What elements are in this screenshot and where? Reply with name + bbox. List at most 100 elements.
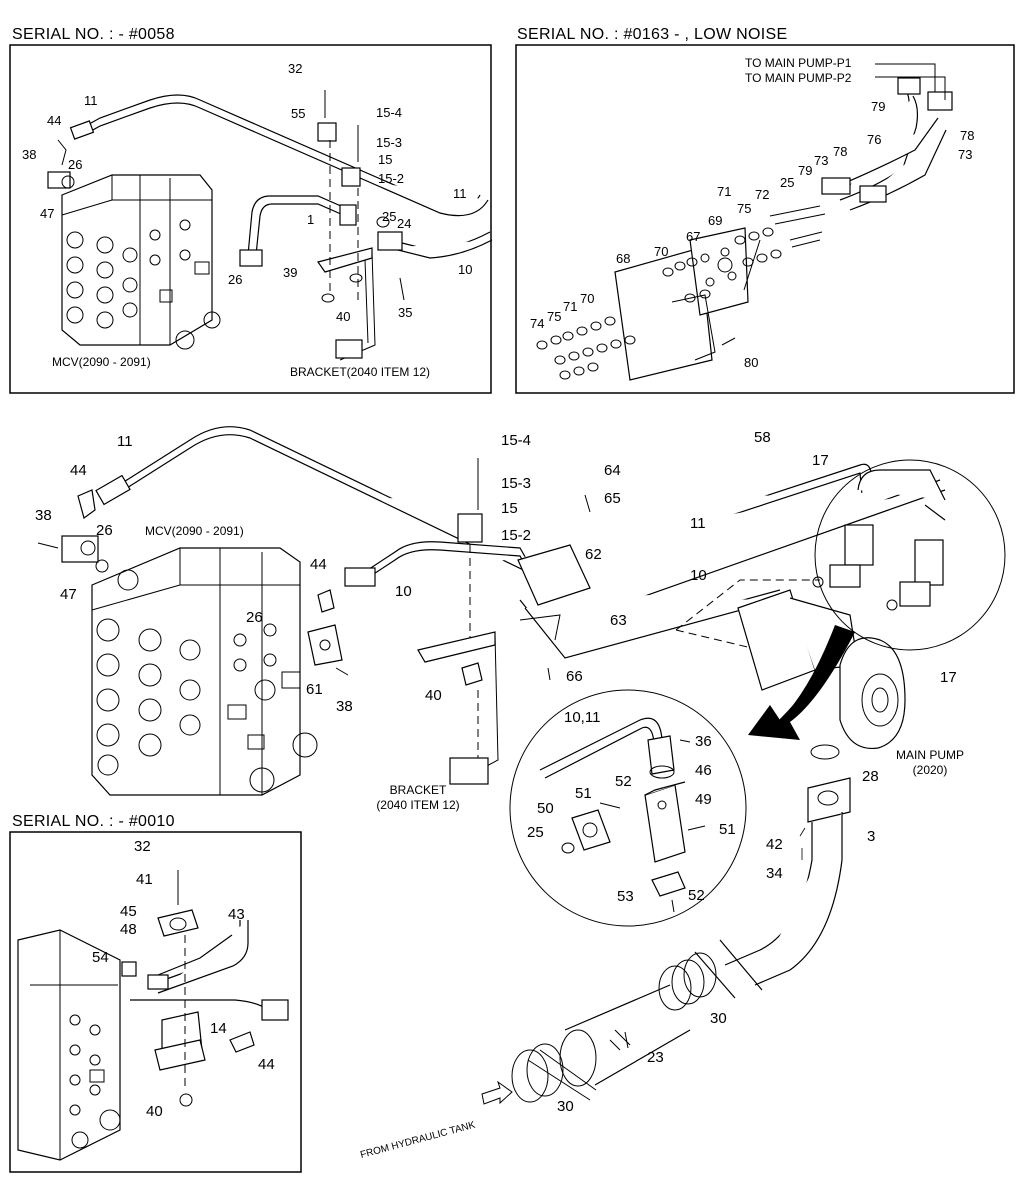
callout-tr-75: 75 [737, 201, 752, 216]
callout-tl-15-2: 15-2 [378, 171, 405, 186]
main-pump-body [675, 579, 906, 750]
callout-main-11: 11 [117, 433, 133, 450]
bracket-caption-main-line2: (2040 ITEM 12) [376, 798, 460, 812]
callout-tr-80: 80 [744, 355, 759, 370]
callout-tl-15: 15 [378, 152, 393, 167]
callout-tl-32: 32 [288, 61, 303, 76]
callout-bl-32: 32 [134, 838, 151, 855]
detail-arrow [748, 625, 855, 740]
callout-main-50: 50 [537, 800, 554, 817]
panel-bottom-left-border [9, 831, 302, 1173]
callout-main-15-4: 15-4 [501, 432, 532, 449]
callout-main-3: 3 [867, 828, 876, 845]
callout-tl-26b: 26 [228, 272, 243, 287]
callout-bl-41: 41 [136, 871, 153, 888]
callout-tl-15-3: 15-3 [376, 135, 403, 150]
callout-tl-25: 25 [382, 209, 397, 224]
callout-main-46: 46 [695, 762, 712, 779]
main-pump-caption-line1: MAIN PUMP [895, 748, 964, 762]
mcv-caption-top-left: MCV(2090 - 2091) [52, 355, 151, 369]
callout-bl-40: 40 [146, 1103, 163, 1120]
callout-bl-54: 54 [92, 949, 109, 966]
callout-tr-71b: 71 [563, 299, 578, 314]
callout-main-66: 66 [566, 668, 583, 685]
panel-title-serial-0163-low-noise: SERIAL NO. : #0163 - , LOW NOISE [517, 26, 788, 43]
callout-main-61: 61 [306, 681, 323, 698]
main-parts-left [37, 489, 349, 676]
callout-main-28: 28 [862, 768, 879, 785]
callout-main-26: 26 [96, 522, 113, 539]
callout-tl-39: 39 [283, 265, 298, 280]
top-left-pipes [69, 94, 493, 267]
callout-main-36: 36 [695, 733, 712, 750]
main-mcv [91, 547, 318, 796]
main-detail-circle-lower [509, 689, 747, 927]
callout-tl-11: 11 [84, 93, 98, 108]
callout-tr-68: 68 [616, 251, 631, 266]
callout-bl-48: 48 [120, 921, 137, 938]
callout-main-17: 17 [812, 452, 829, 469]
mcv-caption-main: MCV(2090 - 2091) [145, 524, 244, 538]
callout-tl-24: 24 [397, 216, 412, 231]
callout-tr-78: 78 [960, 128, 975, 143]
callout-main-51: 51 [575, 785, 592, 802]
callout-main-42: 42 [766, 836, 783, 853]
callout-main-38b: 38 [336, 698, 353, 715]
callout-main-53: 53 [617, 888, 634, 905]
callout-main-34: 34 [766, 865, 783, 882]
callout-main-10-11: 10,11 [564, 709, 601, 726]
callout-tl-47: 47 [40, 206, 55, 221]
callout-main-51b: 51 [719, 821, 736, 838]
panel-top-right-border [515, 44, 1015, 394]
callout-main-63: 63 [610, 612, 627, 629]
callout-tr-25: 25 [780, 175, 795, 190]
bracket-caption-top-left: BRACKET(2040 ITEM 12) [290, 365, 431, 379]
callout-bl-14: 14 [210, 1020, 227, 1037]
callout-tr-76: 76 [867, 132, 882, 147]
callout-tr-69: 69 [708, 213, 723, 228]
callout-main-23: 23 [647, 1049, 664, 1066]
callout-main-65: 65 [604, 490, 621, 507]
callout-main-26b: 26 [246, 609, 263, 626]
bottom-left-assembly [17, 870, 289, 1161]
callout-tr-78b: 78 [833, 144, 848, 159]
callout-tl-44: 44 [47, 113, 62, 128]
top-right-assembly [536, 63, 953, 381]
main-clamp-bracket [417, 458, 591, 785]
callout-tr-67: 67 [686, 229, 701, 244]
callout-tr-79b: 79 [798, 163, 813, 178]
callout-main-15: 15 [501, 500, 518, 517]
callout-tr-71: 71 [717, 184, 732, 199]
callout-main-17b: 17 [940, 669, 957, 686]
callout-tl-11b: 11 [453, 186, 467, 201]
callout-tr-72: 72 [755, 187, 770, 202]
callout-main-47: 47 [60, 586, 77, 603]
callout-tl-1: 1 [307, 212, 315, 227]
callout-bl-45: 45 [120, 903, 137, 920]
callout-tr-74: 74 [530, 316, 545, 331]
main-suction-pipe [481, 744, 851, 1105]
callout-bl-43: 43 [228, 906, 245, 923]
callout-tl-55: 55 [291, 106, 306, 121]
to-main-pump-p1-label: TO MAIN PUMP-P1 [745, 56, 852, 70]
callout-main-30: 30 [710, 1010, 727, 1027]
main-pipes [95, 426, 946, 659]
to-main-pump-p2-label: TO MAIN PUMP-P2 [745, 71, 852, 85]
callout-main-44b: 44 [310, 556, 327, 573]
callout-tr-70b: 70 [580, 291, 595, 306]
bracket-caption-main-line1: BRACKET [389, 783, 447, 797]
panel-title-serial-0058: SERIAL NO. : - #0058 [12, 26, 175, 43]
main-pump-caption-line2: (2020) [912, 763, 948, 777]
callout-main-40: 40 [425, 687, 442, 704]
callout-main-38: 38 [35, 507, 52, 524]
callout-main-11b: 11 [690, 515, 706, 532]
panel-title-serial-0010: SERIAL NO. : - #0010 [12, 813, 175, 830]
callout-tl-10: 10 [458, 262, 473, 277]
callout-main-10: 10 [690, 567, 707, 584]
callout-tr-79: 79 [871, 99, 886, 114]
callout-main-62: 62 [585, 546, 602, 563]
callout-main-10b: 10 [395, 583, 412, 600]
callout-main-30b: 30 [557, 1098, 574, 1115]
callout-main-58: 58 [754, 429, 771, 446]
